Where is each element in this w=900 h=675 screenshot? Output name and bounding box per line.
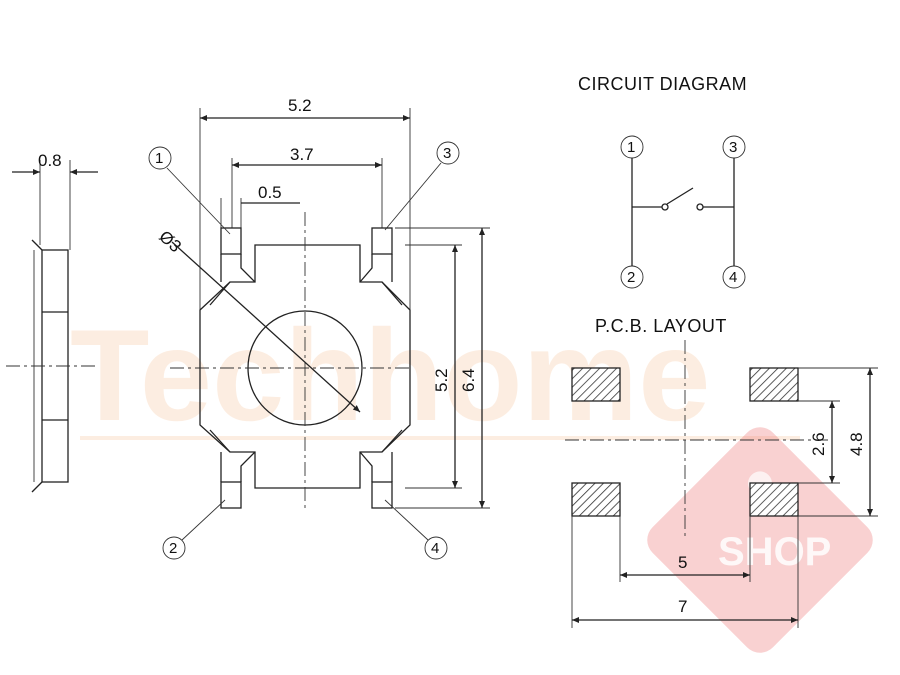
switch-contact-right [696, 203, 704, 211]
circuit-pin-1: 1 [627, 139, 635, 156]
top-view: 5.2 3.7 0.5 Ø3 5.2 [148, 96, 490, 560]
dim-body-width: 5.2 [288, 96, 312, 115]
dim-body-height: 5.2 [432, 368, 451, 392]
top-pin-2: 2 [169, 540, 177, 557]
pcb-layout-title: P.C.B. LAYOUT [595, 316, 727, 336]
top-pin-1: 1 [155, 150, 163, 167]
dim-pin-width: 0.5 [258, 183, 282, 202]
pcb-pad-top-left [571, 367, 621, 402]
circuit-pin-2: 2 [627, 269, 635, 286]
switch-lever [666, 187, 694, 205]
dim-pcb-height: 4.8 [847, 432, 866, 456]
circuit-pin-4: 4 [729, 269, 737, 286]
switch-contact-left [661, 203, 669, 211]
top-pin-3: 3 [443, 145, 451, 162]
pcb-pad-bottom-left [571, 482, 621, 517]
dim-pcb-width: 7 [678, 597, 687, 616]
circuit-diagram-title: CIRCUIT DIAGRAM [578, 74, 747, 94]
dim-pcb-pad-pitch: 5 [678, 553, 687, 572]
dim-pcb-pad-gap: 2.6 [809, 432, 828, 456]
shop-badge-label: SHOP [718, 530, 831, 574]
watermark: Techhome SHOP [70, 302, 873, 653]
top-pin-4: 4 [431, 540, 439, 557]
pcb-layout: P.C.B. LAYOUT 2.6 4.8 5 7 [565, 316, 878, 628]
dim-side-thickness: 0.8 [38, 151, 62, 170]
side-view: 0.8 [6, 151, 98, 493]
circuit-diagram: CIRCUIT DIAGRAM 1 3 2 4 [578, 74, 747, 289]
dim-pin-pitch: 3.7 [290, 145, 314, 164]
pcb-pad-top-right [749, 367, 799, 402]
pcb-pad-bottom-right [749, 482, 799, 517]
circuit-pin-3: 3 [729, 139, 737, 156]
dim-overall-height: 6.4 [459, 368, 478, 392]
dim-actuator-diameter: Ø3 [155, 227, 185, 256]
